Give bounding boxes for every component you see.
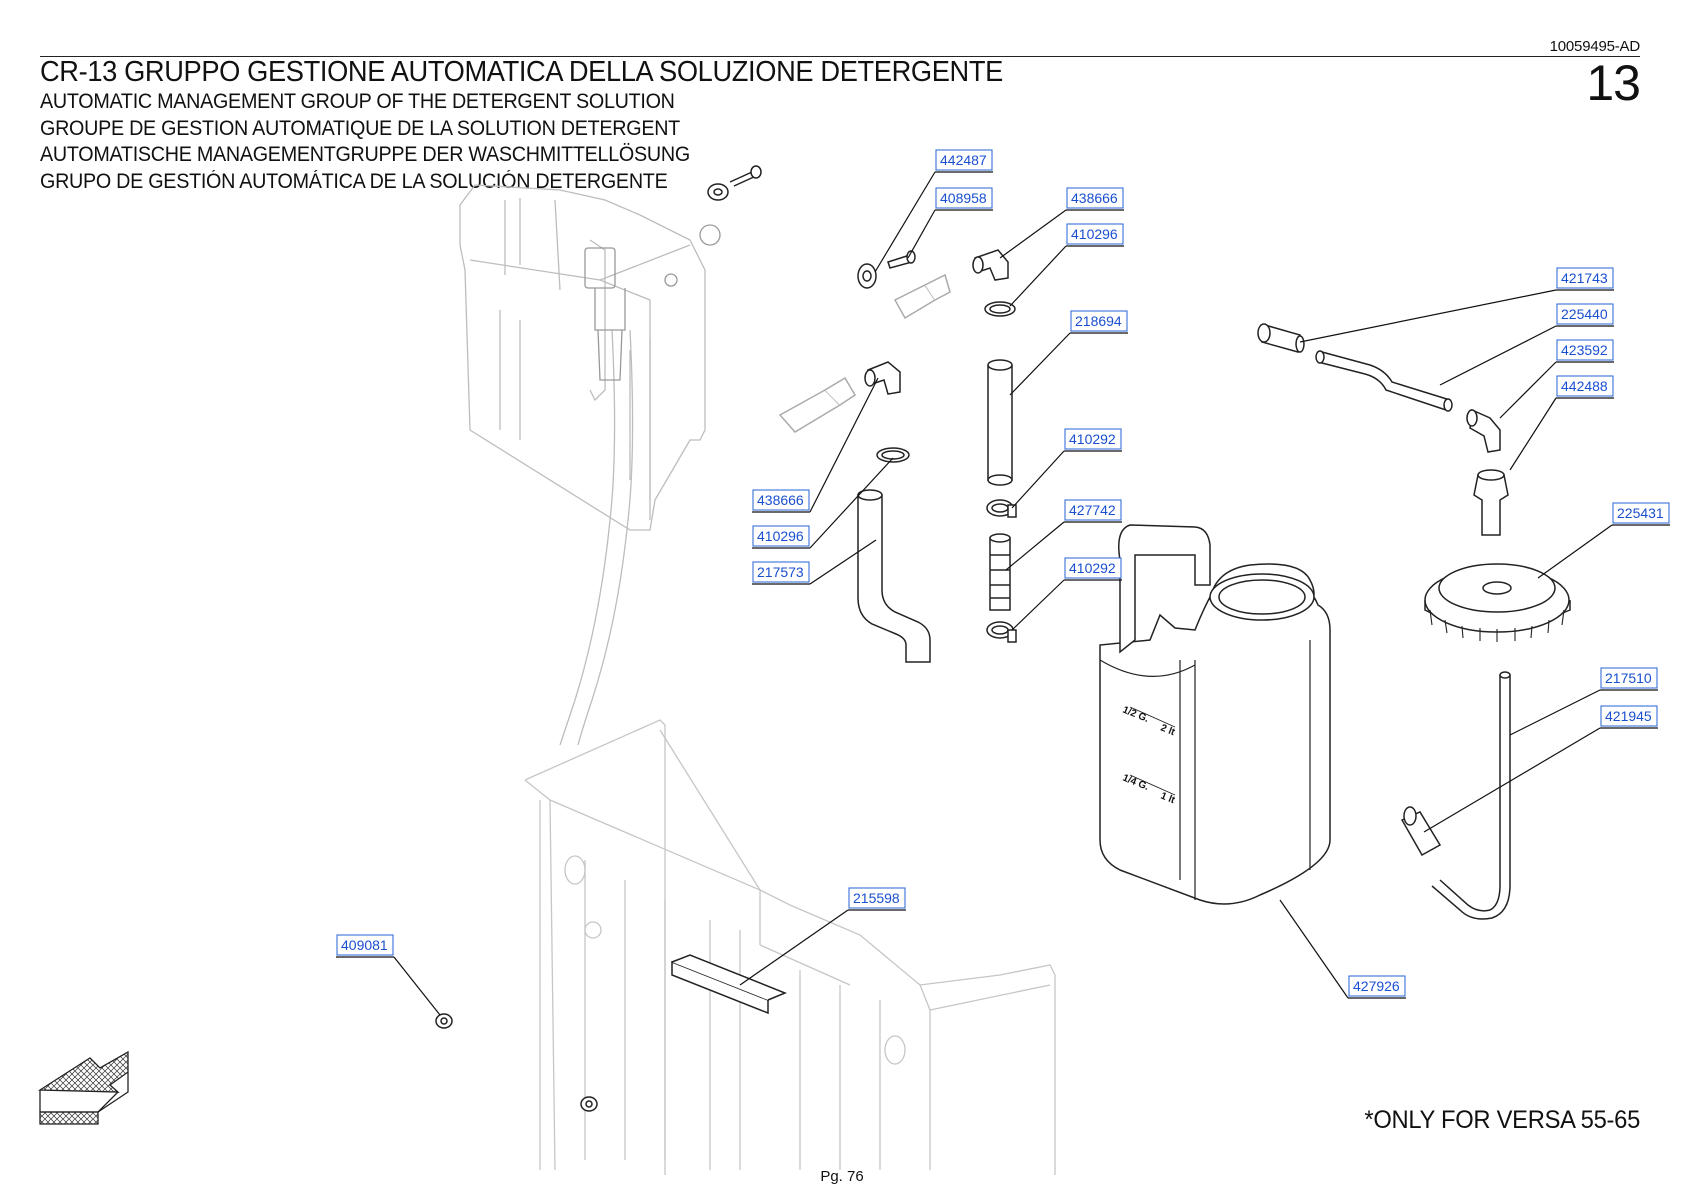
svg-text:217510: 217510	[1605, 670, 1652, 686]
model-note: *ONLY FOR VERSA 55-65	[1364, 1106, 1640, 1134]
svg-text:427926: 427926	[1353, 978, 1400, 994]
svg-text:423592: 423592	[1561, 342, 1608, 358]
svg-text:438666: 438666	[757, 492, 804, 508]
part-label-217573[interactable]: 217573	[752, 561, 810, 583]
svg-text:408958: 408958	[940, 190, 987, 206]
elbow-438666-left	[864, 361, 901, 395]
filter-421945	[1400, 806, 1442, 857]
part-label-215598[interactable]: 215598	[848, 887, 906, 909]
part-label-421743[interactable]: 421743	[1556, 267, 1614, 289]
hose-217573	[857, 489, 931, 663]
part-label-218694[interactable]: 218694	[1070, 310, 1128, 332]
cap-225431	[1424, 563, 1571, 642]
part-label-421945[interactable]: 421945	[1600, 705, 1658, 727]
clamp-410296-top	[984, 301, 1016, 317]
ghost-connector	[584, 224, 721, 381]
page-footer: Pg. 76	[820, 1168, 864, 1185]
connector-427742	[989, 533, 1011, 611]
part-label-410292-a[interactable]: 410292	[1064, 428, 1122, 450]
ghost-lower-tray	[524, 719, 1056, 1175]
page-number: 13	[1586, 55, 1641, 111]
tank-mark-lower-liters: 1 lt	[1159, 791, 1177, 807]
part-label-442487[interactable]: 442487	[935, 149, 993, 171]
part-label-410292-b[interactable]: 410292	[1064, 557, 1122, 579]
tank-mark-upper-liters: 2 lt	[1159, 723, 1177, 739]
svg-text:410292: 410292	[1069, 560, 1116, 576]
clamp-410296-left	[876, 447, 910, 463]
svg-text:410296: 410296	[757, 528, 804, 544]
pin-408958	[887, 250, 916, 269]
hose-218694	[987, 359, 1013, 486]
title-block: CR-13 GRUPPO GESTIONE AUTOMATICA DELLA S…	[40, 55, 1064, 195]
ghost-machine-body	[459, 184, 706, 746]
part-label-438666-left[interactable]: 438666	[752, 489, 810, 511]
tank-427926	[1099, 524, 1331, 905]
part-label-410296-left[interactable]: 410296	[752, 525, 810, 547]
nut-lower	[580, 1096, 598, 1112]
svg-text:409081: 409081	[341, 937, 388, 953]
svg-text:225431: 225431	[1617, 505, 1664, 521]
subtitle-en: AUTOMATIC MANAGEMENT GROUP OF THE DETERG…	[40, 90, 675, 113]
part-label-217510[interactable]: 217510	[1600, 667, 1658, 689]
svg-text:442487: 442487	[940, 152, 987, 168]
clamp-410292-a	[986, 499, 1017, 518]
leader-lines	[336, 171, 1670, 1016]
svg-text:215598: 215598	[853, 890, 900, 906]
parts	[435, 165, 1571, 1112]
grommet-442487	[857, 263, 877, 289]
svg-text:421743: 421743	[1561, 270, 1608, 286]
orientation-arrow-icon	[37, 1050, 129, 1125]
svg-text:225440: 225440	[1561, 306, 1608, 322]
fitting-421743	[1257, 323, 1305, 353]
part-label-423592[interactable]: 423592	[1556, 339, 1614, 361]
part-label-225440[interactable]: 225440	[1556, 303, 1614, 325]
part-label-427742[interactable]: 427742	[1064, 499, 1122, 521]
subtitle-de: AUTOMATISCHE MANAGEMENTGRUPPE DER WASCHM…	[40, 143, 690, 166]
strip-215598	[671, 954, 787, 1015]
part-label-409081[interactable]: 409081	[336, 934, 394, 956]
svg-text:410296: 410296	[1071, 226, 1118, 242]
clamp-410292-b	[986, 621, 1017, 643]
part-label-408958[interactable]: 408958	[935, 187, 993, 209]
ghost-fitting-left	[778, 376, 857, 433]
subtitle-fr: GROUPE DE GESTION AUTOMATIQUE DE LA SOLU…	[40, 116, 680, 140]
nut-409081	[435, 1013, 453, 1029]
elbow-423592	[1466, 408, 1501, 453]
fitting-442488	[1473, 469, 1509, 536]
part-label-438666-top[interactable]: 438666	[1066, 187, 1124, 209]
page-title: CR-13 GRUPPO GESTIONE AUTOMATICA DELLA S…	[40, 56, 1003, 88]
part-label-427926[interactable]: 427926	[1348, 975, 1406, 997]
header-rule	[40, 56, 1640, 57]
svg-text:442488: 442488	[1561, 378, 1608, 394]
svg-text:427742: 427742	[1069, 502, 1116, 518]
svg-text:217573: 217573	[757, 564, 804, 580]
document-code: 10059495-AD	[1549, 38, 1641, 55]
svg-text:410292: 410292	[1069, 431, 1116, 447]
ghost-fitting-top	[893, 273, 951, 320]
part-label-410296-top[interactable]: 410296	[1066, 223, 1124, 245]
part-label-442488[interactable]: 442488	[1556, 375, 1614, 397]
svg-text:421945: 421945	[1605, 708, 1652, 724]
svg-text:438666: 438666	[1071, 190, 1118, 206]
svg-text:218694: 218694	[1075, 313, 1122, 329]
elbow-438666-top	[972, 249, 1009, 281]
part-label-225431[interactable]: 225431	[1612, 502, 1670, 524]
washer-part	[707, 165, 762, 201]
tube-217510	[1431, 671, 1511, 920]
hose-225440	[1315, 350, 1453, 412]
